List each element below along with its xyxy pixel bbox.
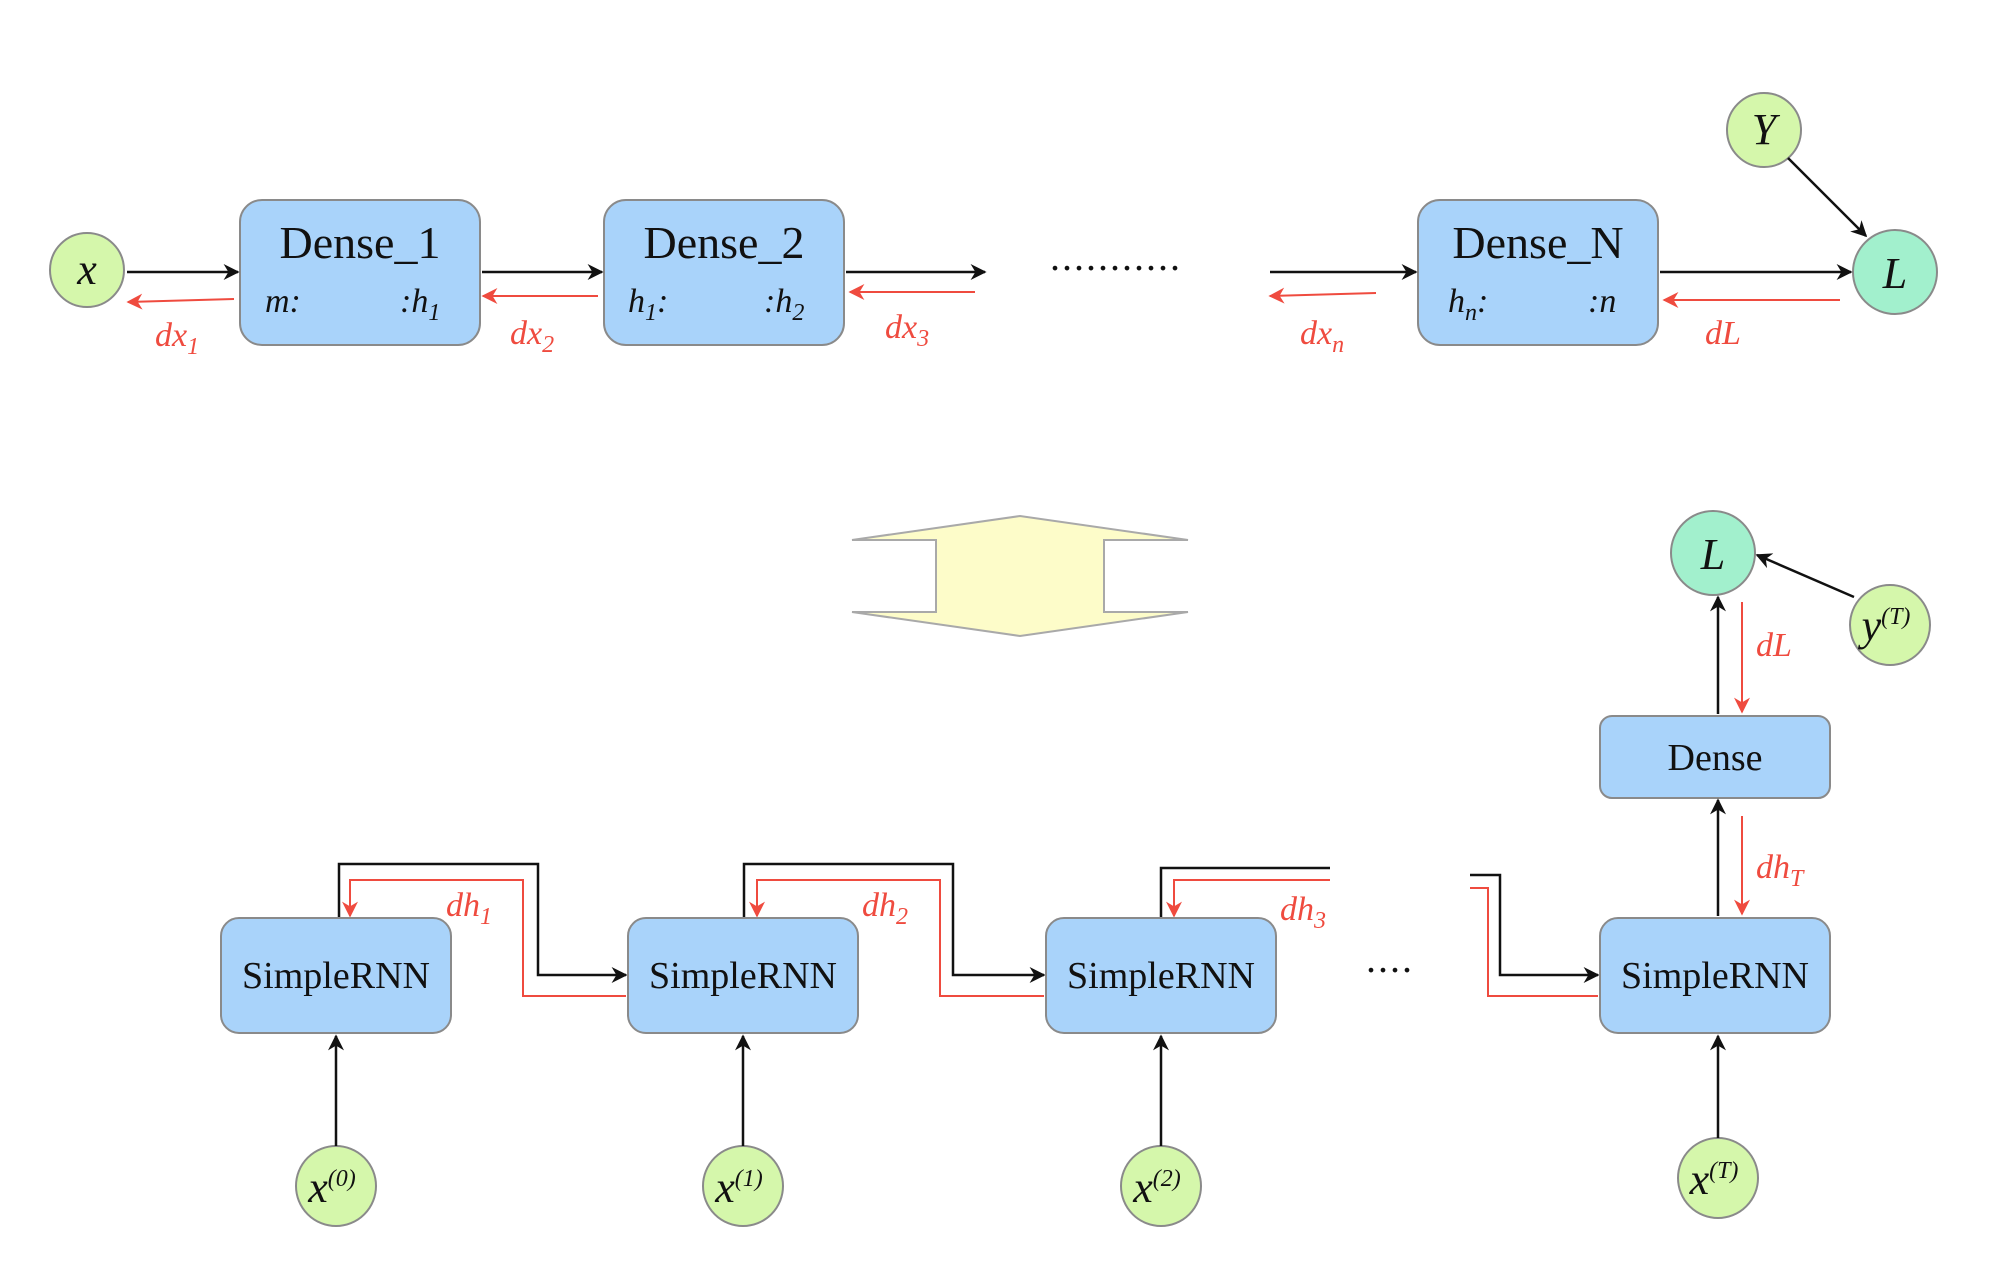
gradient-label-dht: dhT xyxy=(1756,849,1805,892)
simplernn-cell-t: SimpleRNN xyxy=(1599,917,1831,1034)
svg-text:m:: m: xyxy=(265,283,301,320)
simplernn-cell-1: SimpleRNN xyxy=(627,917,859,1034)
input-node-x2: x(2) xyxy=(1120,1145,1202,1227)
input-node-x: x xyxy=(49,232,125,308)
gradient-label-dx3: dx3 xyxy=(885,309,929,352)
loss-node: L xyxy=(1852,229,1938,315)
svg-text:Dense_1: Dense_1 xyxy=(280,217,441,268)
input-node-x1: x(1) xyxy=(702,1145,784,1227)
forward-arrows-top xyxy=(127,157,1868,280)
svg-text:Y: Y xyxy=(1752,105,1781,154)
gradient-label-dl-bottom: dL xyxy=(1756,627,1792,664)
gradient-label-dh1: dh1 xyxy=(446,887,492,930)
gradient-label-dx2: dx2 xyxy=(510,315,554,358)
svg-text:SimpleRNN: SimpleRNN xyxy=(1621,955,1809,997)
simplernn-cell-0: SimpleRNN xyxy=(220,917,452,1034)
input-node-x0: x(0) xyxy=(295,1145,377,1227)
hidden-state-forward-paths xyxy=(337,862,1600,983)
svg-text:h1:: h1: xyxy=(628,283,668,326)
bottom-ellipsis: .... xyxy=(1366,936,1414,981)
hidden-state-gradient-paths xyxy=(342,879,1598,997)
svg-text:y(T): y(T) xyxy=(1858,601,1911,650)
simplernn-cell-2: SimpleRNN xyxy=(1045,917,1277,1034)
bottom-pipeline: SimpleRNN SimpleRNN SimpleRNN SimpleRNN … xyxy=(220,510,1931,1227)
svg-text::h1: :h1 xyxy=(400,283,440,326)
svg-text:x(1): x(1) xyxy=(714,1163,763,1212)
svg-text:Dense: Dense xyxy=(1668,737,1763,779)
svg-text:x(2): x(2) xyxy=(1132,1163,1181,1212)
input-node-xt: x(T) xyxy=(1677,1137,1759,1219)
gradient-label-dh2: dh2 xyxy=(862,887,908,930)
gradient-arrows-top xyxy=(126,284,1840,310)
svg-text:Dense_2: Dense_2 xyxy=(644,217,805,268)
top-ellipsis: ........... xyxy=(1050,234,1182,279)
gradient-label-dl-top: dL xyxy=(1705,315,1741,352)
target-node-y: Y xyxy=(1726,92,1802,168)
svg-text:L: L xyxy=(1700,530,1725,579)
transform-arrow-icon xyxy=(851,514,1189,638)
dense-layer-1: Dense_1 m: :h1 xyxy=(239,199,481,346)
gradient-label-dxn: dxn xyxy=(1300,315,1344,358)
svg-text:hn:: hn: xyxy=(1448,283,1488,326)
top-pipeline: x Dense_1 m: :h1 Dense_2 h1: :h2 Dense_N… xyxy=(49,92,1938,360)
svg-text:SimpleRNN: SimpleRNN xyxy=(1067,955,1255,997)
svg-text:x(T): x(T) xyxy=(1689,1155,1739,1204)
dense-layer-n: Dense_N hn: :n xyxy=(1417,199,1659,346)
target-node-yt: y(T) xyxy=(1849,584,1931,666)
svg-text:L: L xyxy=(1882,249,1907,298)
gradient-label-dx1: dx1 xyxy=(155,317,199,360)
svg-text:SimpleRNN: SimpleRNN xyxy=(242,955,430,997)
gradient-label-dh3: dh3 xyxy=(1280,891,1326,934)
svg-text:Dense_N: Dense_N xyxy=(1452,217,1623,268)
svg-text:x: x xyxy=(76,245,97,294)
dense-output-layer: Dense xyxy=(1599,715,1831,799)
dense-layer-2: Dense_2 h1: :h2 xyxy=(603,199,845,346)
svg-text:SimpleRNN: SimpleRNN xyxy=(649,955,837,997)
svg-text:x(0): x(0) xyxy=(307,1163,356,1212)
vertical-forward-arrows xyxy=(328,553,1855,1146)
svg-text::h2: :h2 xyxy=(764,283,804,326)
loss-node-bottom: L xyxy=(1670,510,1756,596)
svg-text::n: :n xyxy=(1588,283,1616,320)
